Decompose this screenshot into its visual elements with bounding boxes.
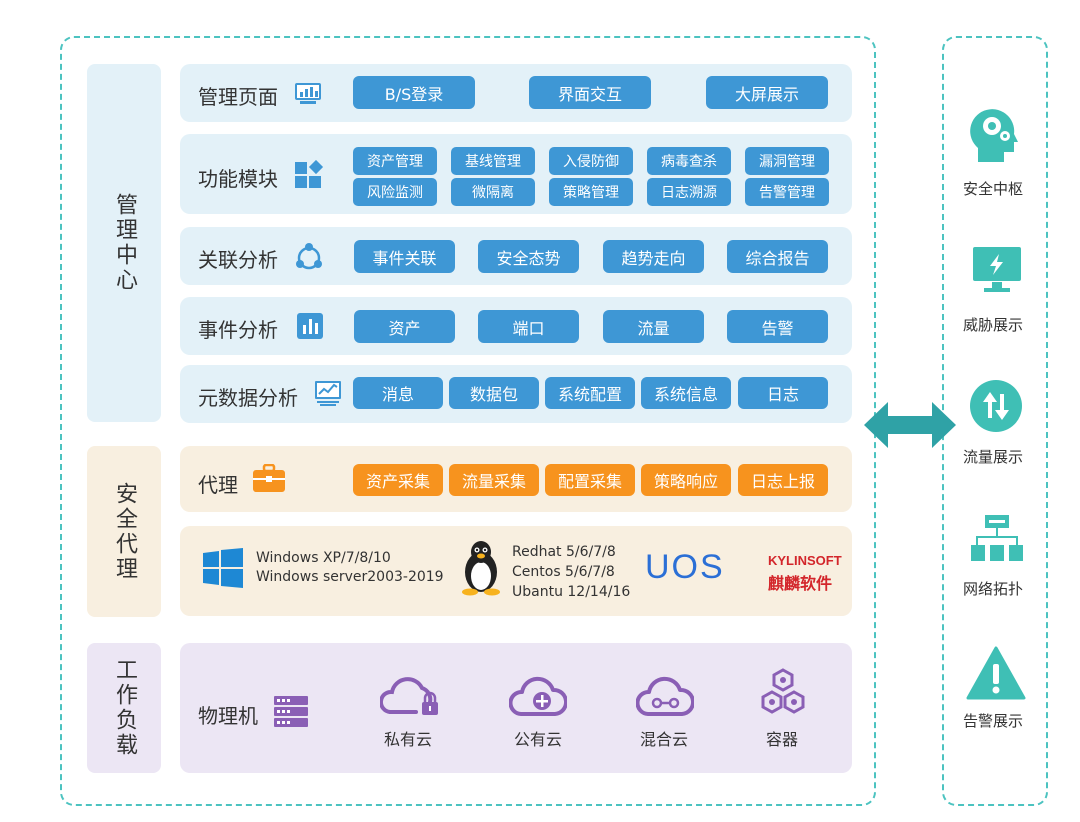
- container-label: 容器: [766, 730, 799, 749]
- baseline-management-chip[interactable]: 基线管理: [451, 147, 535, 175]
- security-brain-icon: [970, 109, 1018, 162]
- risk-monitoring-chip[interactable]: 风险监测: [353, 178, 437, 206]
- log-chip[interactable]: 日志: [738, 377, 828, 409]
- security-hub-label: 安全中枢: [963, 180, 1024, 198]
- vulnerability-management-chip[interactable]: 漏洞管理: [745, 147, 829, 175]
- presentation-chart-icon: [315, 381, 341, 406]
- micro-segmentation-chip[interactable]: 微隔离: [451, 178, 535, 206]
- briefcase-icon: [253, 464, 285, 492]
- private-cloud-label: 私有云: [384, 730, 433, 749]
- network-topology-label: 网络拓扑: [963, 580, 1024, 598]
- trend-chip[interactable]: 趋势走向: [603, 240, 704, 273]
- function-module-title: 功能模块: [198, 167, 278, 191]
- event-correlation-chip[interactable]: 事件关联: [354, 240, 455, 273]
- interface-interaction-chip[interactable]: 界面交互: [529, 76, 651, 109]
- uos-logo: UOS: [645, 548, 725, 586]
- alert-management-chip[interactable]: 告警管理: [745, 178, 829, 206]
- double-arrow-icon: [864, 402, 956, 448]
- threat-display-label: 威胁展示: [963, 316, 1024, 334]
- packet-chip[interactable]: 数据包: [449, 377, 539, 409]
- alert-display-icon: [966, 646, 1026, 700]
- antivirus-chip[interactable]: 病毒查杀: [647, 147, 731, 175]
- windows-logo-icon: [203, 548, 243, 588]
- asset-management-chip[interactable]: 资产管理: [353, 147, 437, 175]
- public-cloud-label: 公有云: [514, 730, 563, 749]
- hybrid-cloud-label: 混合云: [640, 730, 689, 749]
- report-chip[interactable]: 综合报告: [727, 240, 828, 273]
- traffic-chip[interactable]: 流量: [603, 310, 704, 343]
- traffic-collection-chip[interactable]: 流量采集: [449, 464, 539, 496]
- asset-collection-chip[interactable]: 资产采集: [353, 464, 443, 496]
- windows-version-1: Windows XP/7/8/10: [256, 550, 391, 566]
- log-report-chip[interactable]: 日志上报: [738, 464, 828, 496]
- monitor-chart-icon: [295, 83, 321, 104]
- message-chip[interactable]: 消息: [353, 377, 443, 409]
- correlation-analysis-title: 关联分析: [198, 248, 278, 272]
- management-center-text: 管理中心: [112, 193, 137, 293]
- physical-machine-title: 物理机: [198, 704, 258, 728]
- kylinsoft-logo-cn: 麒麟软件: [768, 574, 833, 593]
- modules-icon: [295, 160, 324, 188]
- kylinsoft-logo-text: KYLINSOFT: [768, 553, 842, 568]
- system-config-chip[interactable]: 系统配置: [545, 377, 635, 409]
- container-icon: [761, 668, 805, 714]
- management-center-label: 管理中心: [87, 64, 161, 422]
- linux-version-ubuntu: Ubantu 12/14/16: [512, 584, 631, 600]
- log-tracing-chip[interactable]: 日志溯源: [647, 178, 731, 206]
- security-agent-label: 安全代理: [87, 446, 161, 617]
- metadata-analysis-title: 元数据分析: [198, 386, 298, 410]
- windows-version-2: Windows server2003-2019: [256, 569, 444, 585]
- asset-chip[interactable]: 资产: [354, 310, 455, 343]
- intrusion-prevention-chip[interactable]: 入侵防御: [549, 147, 633, 175]
- big-screen-chip[interactable]: 大屏展示: [706, 76, 828, 109]
- security-agent-text: 安全代理: [112, 481, 137, 582]
- os-support-row: [180, 526, 852, 616]
- policy-response-chip[interactable]: 策略响应: [641, 464, 731, 496]
- bar-chart-icon: [297, 313, 323, 339]
- public-cloud-icon: [509, 676, 567, 716]
- hybrid-cloud-icon: [636, 676, 694, 716]
- alert-chip[interactable]: 告警: [727, 310, 828, 343]
- proxy-title: 代理: [198, 473, 238, 497]
- private-cloud-icon: [380, 677, 438, 715]
- event-analysis-title: 事件分析: [198, 318, 278, 342]
- traffic-display-icon: [970, 380, 1022, 432]
- system-info-chip[interactable]: 系统信息: [641, 377, 731, 409]
- linux-version-centos: Centos 5/6/7/8: [512, 564, 615, 580]
- port-chip[interactable]: 端口: [478, 310, 579, 343]
- network-topology-icon: [971, 515, 1023, 561]
- server-icon: [274, 696, 308, 727]
- alert-display-label: 告警展示: [963, 712, 1024, 730]
- workload-text: 工作负载: [112, 658, 137, 758]
- correlation-icon: [296, 243, 322, 270]
- bs-login-chip[interactable]: B/S登录: [353, 76, 475, 109]
- traffic-display-label: 流量展示: [963, 448, 1024, 466]
- management-page-title: 管理页面: [198, 85, 278, 109]
- config-collection-chip[interactable]: 配置采集: [545, 464, 635, 496]
- linux-penguin-icon: [462, 541, 500, 596]
- workload-label: 工作负载: [87, 643, 161, 773]
- security-posture-chip[interactable]: 安全态势: [478, 240, 579, 273]
- threat-display-icon: [973, 247, 1021, 292]
- policy-management-chip[interactable]: 策略管理: [549, 178, 633, 206]
- linux-version-redhat: Redhat 5/6/7/8: [512, 544, 616, 560]
